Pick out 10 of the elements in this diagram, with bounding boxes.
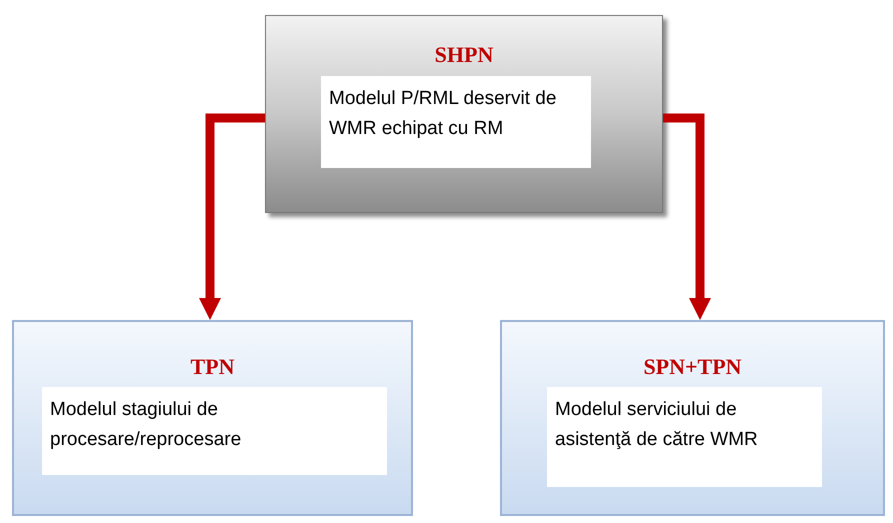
process-box xyxy=(265,15,663,213)
description-text: Modelul stagiului de procesare/reprocesare xyxy=(42,387,387,475)
description-text: Modelul P/RML deservit de WMR echipat cu RM xyxy=(321,76,591,168)
box-heading: TPN xyxy=(190,353,236,381)
description-text: Modelul serviciului de asistenţă de către WMR xyxy=(547,387,822,487)
process-box xyxy=(12,320,413,516)
process-box xyxy=(500,320,885,516)
box-heading: SHPN xyxy=(434,41,494,69)
box-heading: SPN+TPN xyxy=(642,353,743,381)
arrow xyxy=(199,114,265,320)
